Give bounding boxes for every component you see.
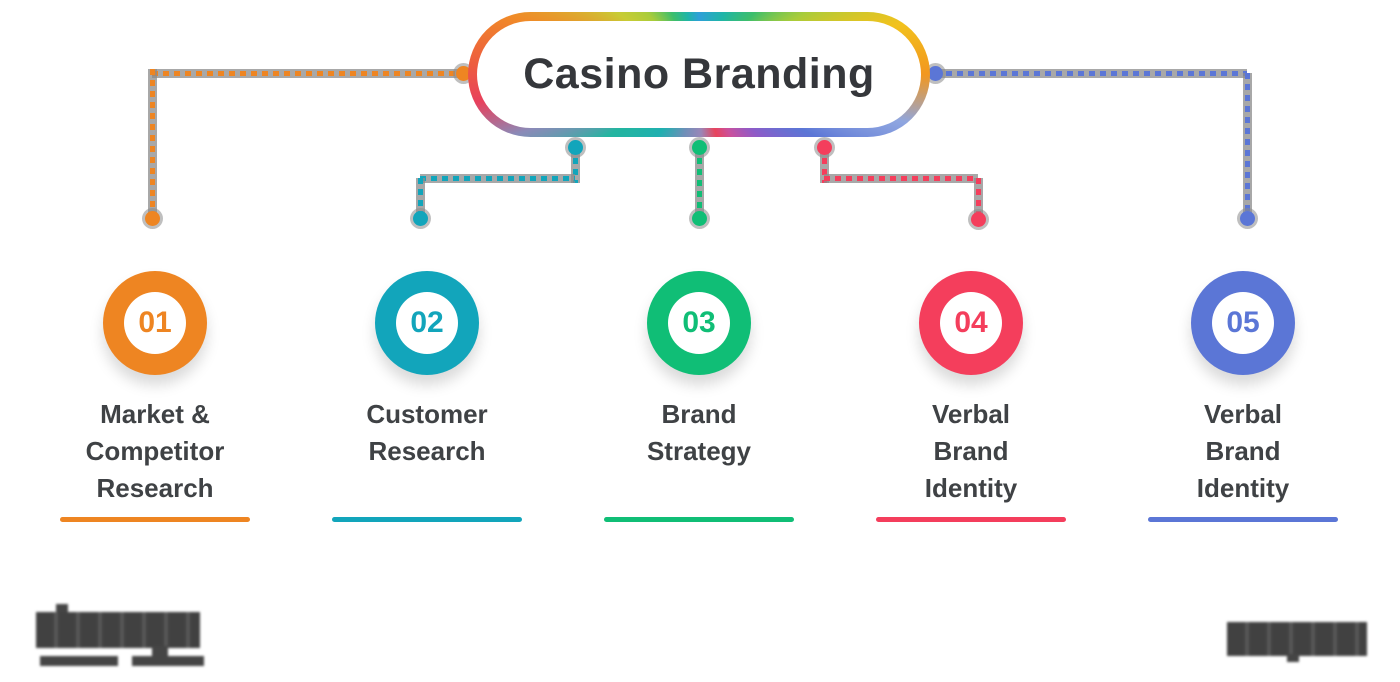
card-market-competitor-research: 01 Market & Competitor Research: [35, 231, 275, 565]
left-logo-blurred: [36, 600, 208, 668]
connector-line: [416, 178, 425, 216]
card-title: Brand Strategy: [646, 399, 752, 466]
connector-line: [571, 147, 580, 183]
logo-fragment: [1287, 654, 1299, 662]
diagram-title: Casino Branding: [523, 50, 875, 98]
step-number-face: 02: [396, 292, 458, 354]
right-logo-blurred: [1227, 618, 1371, 664]
center-node: Casino Branding: [468, 12, 930, 137]
step-number: 04: [954, 306, 988, 339]
card-verbal-brand-identity-05: 05 Verbal Brand Identity: [1123, 231, 1363, 565]
card-title: Verbal Brand Identity: [924, 399, 1018, 503]
step-number-face: 05: [1212, 292, 1274, 354]
card-accent-underline: [876, 517, 1066, 522]
card-customer-research: 02 Customer Research: [307, 231, 547, 565]
logo-fragment: [36, 612, 200, 648]
card-accent-underline: [604, 517, 794, 522]
logo-fragment: [40, 656, 118, 666]
step-number-badge: 04: [919, 271, 1023, 375]
connector-dot: [692, 211, 707, 226]
logo-fragment: [152, 646, 168, 658]
connector-line: [824, 174, 978, 183]
step-number: 01: [138, 306, 172, 339]
step-number-face: 04: [940, 292, 1002, 354]
card-accent-underline: [60, 517, 250, 522]
step-number-face: 01: [124, 292, 186, 354]
card-accent-underline: [1148, 517, 1338, 522]
connector-dot: [145, 211, 160, 226]
step-number-badge: 01: [103, 271, 207, 375]
logo-fragment: [132, 656, 204, 666]
connector-dot: [692, 140, 707, 155]
logo-fragment: [1227, 622, 1367, 656]
connector-line: [420, 174, 575, 183]
connector-dot: [568, 140, 583, 155]
connector-dot: [971, 212, 986, 227]
card-verbal-brand-identity-04: 04 Verbal Brand Identity: [851, 231, 1091, 565]
step-number-face: 03: [668, 292, 730, 354]
connector-line: [152, 69, 464, 78]
connector-dot: [413, 211, 428, 226]
connector-line: [820, 147, 829, 183]
step-number: 02: [410, 306, 444, 339]
step-number: 05: [1226, 306, 1260, 339]
connector-dot: [817, 140, 832, 155]
connector-line: [1243, 73, 1252, 216]
connector-line: [935, 69, 1247, 78]
step-number: 03: [682, 306, 716, 339]
connector-line: [695, 147, 704, 216]
card-brand-strategy: 03 Brand Strategy: [579, 231, 819, 565]
connector-line: [974, 178, 983, 216]
connector-dot: [1240, 211, 1255, 226]
card-title: Verbal Brand Identity: [1196, 399, 1290, 503]
connector-dot: [928, 66, 943, 81]
step-number-badge: 03: [647, 271, 751, 375]
card-title: Customer Research: [366, 399, 488, 466]
step-number-badge: 05: [1191, 271, 1295, 375]
connector-line: [148, 69, 157, 214]
step-number-badge: 02: [375, 271, 479, 375]
card-accent-underline: [332, 517, 522, 522]
card-title: Market & Competitor Research: [85, 399, 225, 503]
center-node-face: Casino Branding: [477, 21, 921, 128]
